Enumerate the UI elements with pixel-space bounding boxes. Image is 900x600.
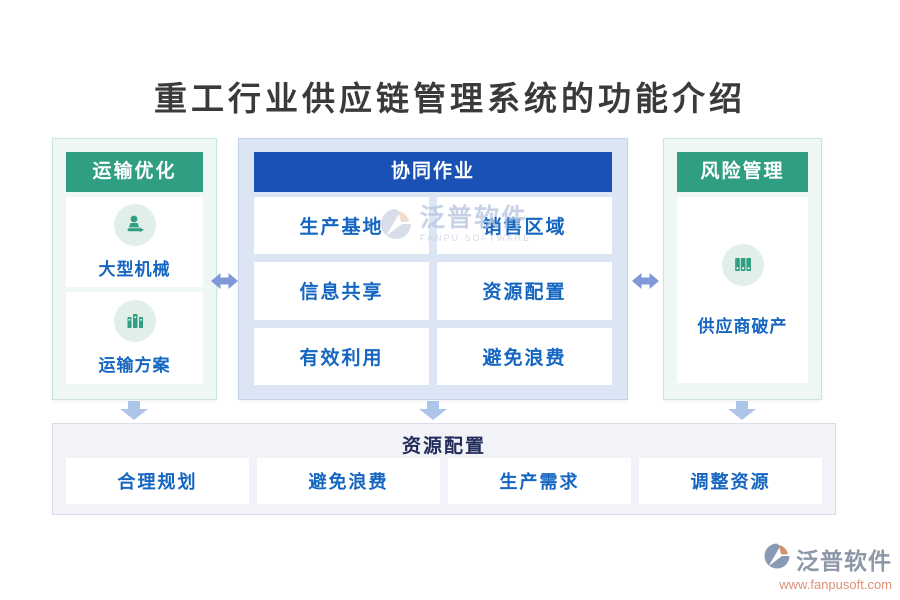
grid-cell-avoid-waste-bottom: 避免浪费 bbox=[257, 458, 440, 504]
panel-header-transport-optimization: 运输优化 bbox=[66, 152, 203, 192]
panel-collaboration: 协同作业 生产基地 销售区域 信息共享 资源配置 有效利用 避免浪费 bbox=[238, 138, 628, 400]
grid-cell-info-sharing: 信息共享 bbox=[254, 262, 429, 320]
grid-cell-resource-config: 资源配置 bbox=[437, 262, 612, 320]
transport-plan-icon bbox=[113, 300, 156, 342]
card-large-machinery: 大型机械 bbox=[66, 197, 203, 287]
down-arrow-icon bbox=[120, 401, 148, 420]
grid-cell-adjust-resources: 调整资源 bbox=[639, 458, 822, 504]
left-right-arrow-icon bbox=[211, 273, 238, 289]
down-arrow-icon bbox=[419, 401, 447, 420]
down-arrow-icon bbox=[728, 401, 756, 420]
panel-header-collaboration: 协同作业 bbox=[254, 152, 612, 192]
collaboration-grid: 生产基地 销售区域 信息共享 资源配置 有效利用 避免浪费 bbox=[254, 197, 612, 385]
card-label-large-machinery: 大型机械 bbox=[98, 260, 171, 279]
panel-resource-allocation: 资源配置 合理规划 避免浪费 生产需求 调整资源 bbox=[52, 423, 836, 515]
panel-transport-optimization: 运输优化 大型机械 bbox=[52, 138, 217, 400]
panel-header-risk-management: 风险管理 bbox=[677, 152, 808, 192]
page-title: 重工行业供应链管理系统的功能介绍 bbox=[154, 82, 746, 118]
supplier-bankruptcy-icon bbox=[721, 243, 764, 286]
card-transport-plan: 运输方案 bbox=[66, 292, 203, 384]
grid-cell-production-base: 生产基地 bbox=[254, 197, 429, 255]
watermark-url-text: www.fanpusoft.com bbox=[779, 577, 892, 592]
machinery-icon bbox=[113, 204, 156, 246]
panel-header-resource-allocation: 资源配置 bbox=[401, 436, 486, 457]
panel-risk-management: 风险管理 供应商破产 bbox=[663, 138, 822, 400]
grid-cell-production-demand: 生产需求 bbox=[448, 458, 631, 504]
watermark-brand-text: 泛普软件 bbox=[796, 548, 892, 574]
card-label-transport-plan: 运输方案 bbox=[98, 356, 171, 375]
grid-cell-effective-use: 有效利用 bbox=[254, 327, 429, 385]
card-label-supplier-bankruptcy: 供应商破产 bbox=[697, 316, 788, 336]
grid-cell-sales-region: 销售区域 bbox=[437, 197, 612, 255]
fanpu-logo-icon bbox=[762, 541, 792, 576]
grid-cell-reasonable-planning: 合理规划 bbox=[66, 458, 249, 504]
corner-watermark: 泛普软件 www.fanpusoft.com bbox=[762, 541, 892, 592]
left-right-arrow-icon bbox=[632, 273, 659, 289]
grid-cell-avoid-waste: 避免浪费 bbox=[437, 327, 612, 385]
resource-allocation-grid: 合理规划 避免浪费 生产需求 调整资源 bbox=[66, 458, 822, 504]
card-supplier-bankruptcy: 供应商破产 bbox=[677, 197, 808, 383]
